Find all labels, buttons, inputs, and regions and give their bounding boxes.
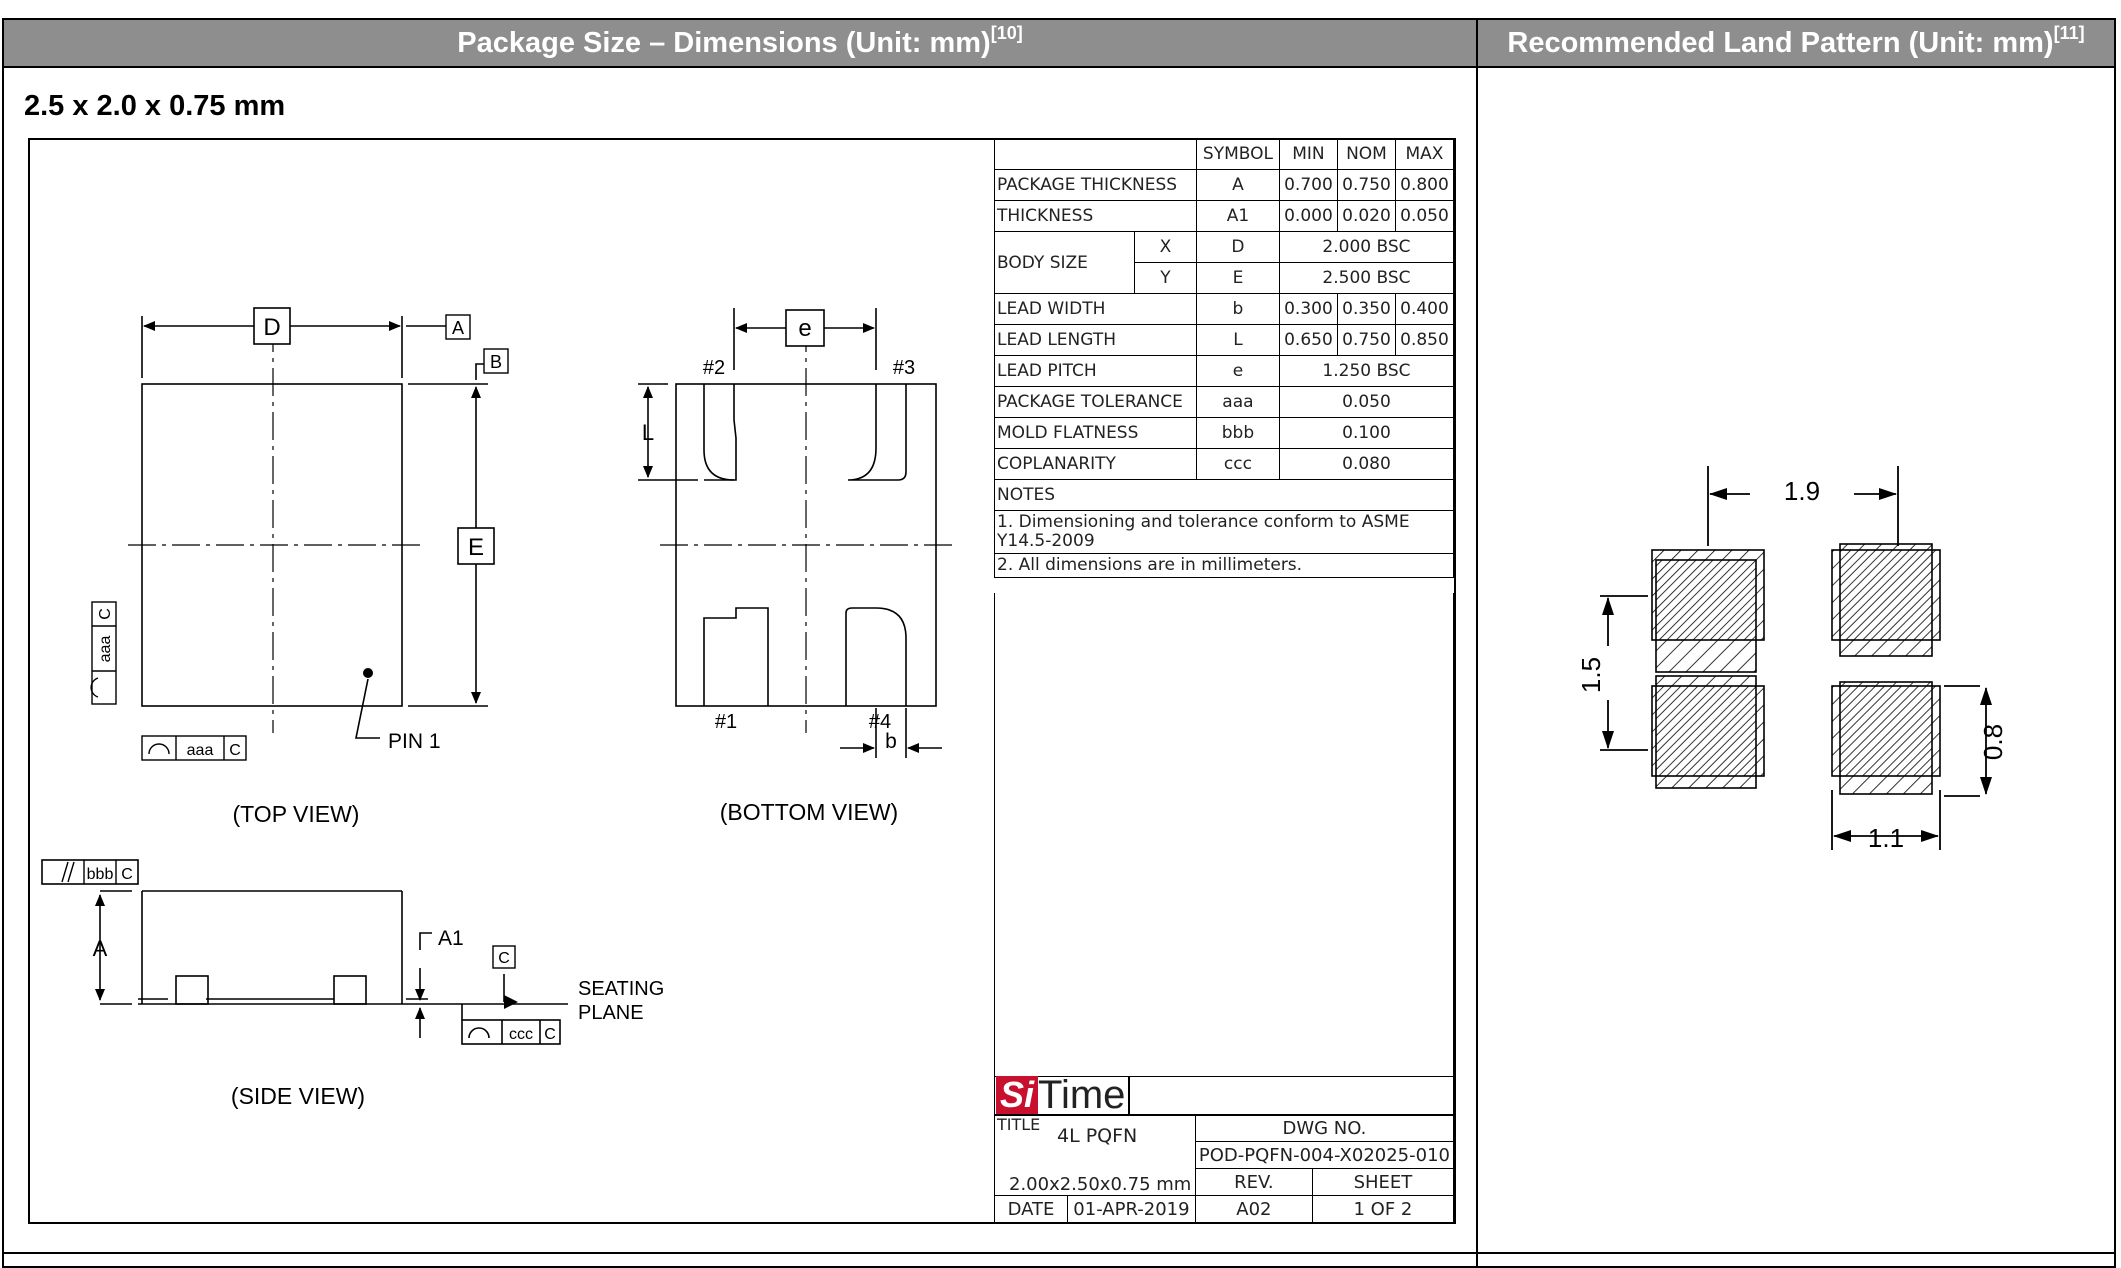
left-header-ref: [10] [990,22,1023,43]
table-row: MOLD FLATNESS bbb 0.100 [994,417,1455,449]
bottom-dim-L: L [642,420,654,445]
rev-value: A02 [1194,1195,1313,1223]
plane-label: PLANE [578,1002,644,1024]
land-pattern-drawing: 1.9 1.5 0.8 1.1 [1576,466,2008,853]
datum-A: A [452,318,464,338]
rev-label: REV. [1194,1168,1313,1196]
header-symbol: SYMBOL [1195,138,1280,170]
side-view [41,859,568,1045]
column-divider [1476,18,1478,1268]
pin1-label: PIN 1 [388,730,441,753]
table-column-extension [994,593,1454,1076]
top-aaa-c-vertical: C [97,608,114,620]
pad-2 [703,384,737,481]
table-row: PACKAGE THICKNESS A 0.700 0.750 0.800 [994,169,1455,201]
pin-number-1: #1 [715,711,737,733]
bottom-dim-e: e [798,315,811,342]
datum-C: C [498,950,510,967]
header-max: MAX [1394,138,1455,170]
left-header-text: Package Size – Dimensions (Unit: mm) [457,26,991,59]
date-value: 01-APR-2019 [1067,1195,1196,1223]
side-view-caption: (SIDE VIEW) [231,1083,365,1109]
right-header-ref: [11] [2053,22,2085,43]
right-header: Recommended Land Pattern (Unit: mm)[11] [1478,20,2114,68]
dwg-label: DWG NO. [1194,1114,1455,1142]
top-aaa-horizontal: aaa [187,742,214,759]
pad-1 [703,607,769,706]
bottom-dim-b: b [885,730,897,753]
left-header: Package Size – Dimensions (Unit: mm)[10] [4,20,1476,68]
side-bbb: bbb [87,866,114,883]
table-row: LEAD PITCH e 1.250 BSC [994,355,1455,387]
package-drawing: D E A B PIN 1 C aaa aaa C (TOP VIEW) [28,138,1456,1224]
land-dim-pad-height: 0.8 [1978,724,2008,760]
side-ccc-c: C [544,1026,556,1043]
bottom-view-caption: (BOTTOM VIEW) [720,799,898,825]
land-dim-pad-width: 1.1 [1868,823,1904,853]
table-row: LEAD LENGTH L 0.650 0.750 0.850 [994,324,1455,356]
top-view [128,316,488,739]
pin-number-3: #3 [893,357,915,379]
pin-number-4: #4 [869,711,891,733]
header-min: MIN [1278,138,1338,170]
top-dim-D: D [263,314,280,341]
size-value: 2.00x2.50x0.75 mm [1009,1174,1192,1195]
table-header-row: SYMBOL MIN NOM MAX [994,138,1455,170]
notes-title-row: NOTES [994,479,1454,511]
pad-4 [845,607,907,706]
side-dim-A: A [93,936,108,961]
top-dim-E: E [468,534,484,561]
note-row: 1. Dimensioning and tolerance conform to… [994,510,1454,554]
table-row: PACKAGE TOLERANCE aaa 0.050 [994,386,1455,418]
land-dim-width: 1.9 [1784,476,1820,506]
date-label: DATE [994,1195,1068,1223]
note-row: 2. All dimensions are in millimeters. [994,553,1454,578]
top-view-caption: (TOP VIEW) [233,801,360,827]
pin-number-2: #2 [703,357,725,379]
drawing-border [28,138,1456,1224]
table-row: LEAD WIDTH b 0.300 0.350 0.400 [994,293,1455,325]
page-frame [2,18,2116,1268]
land-dim-pitch: 1.5 [1576,657,1606,693]
package-size-subtitle: 2.5 x 2.0 x 0.75 mm [24,90,286,122]
side-bbb-c: C [121,866,133,883]
title-label: TITLE [997,1115,1041,1134]
top-aaa-c-horizontal: C [229,742,241,759]
right-header-text: Recommended Land Pattern (Unit: mm) [1507,26,2054,59]
table-row: THICKNESS A1 0.000 0.020 0.050 [994,200,1455,232]
header-nom: NOM [1336,138,1396,170]
table-row: COPLANARITY ccc 0.080 [994,448,1455,480]
sheet-value: 1 OF 2 [1311,1195,1455,1223]
dimension-table: SYMBOL MIN NOM MAX PACKAGE THICKNESS A 0… [994,138,1455,578]
seating-label: SEATING [578,978,664,1000]
side-dim-A1: A1 [438,927,464,950]
top-aaa-vertical: aaa [97,636,114,663]
pad-3 [847,384,907,481]
sheet-label: SHEET [1311,1168,1455,1196]
side-ccc: ccc [509,1026,533,1043]
table-row: BODY SIZE X D 2.000 BSC [994,231,1455,294]
title-value: 4L PQFN [1057,1125,1138,1147]
row-divider [2,1252,2116,1254]
datum-B: B [490,352,502,372]
bottom-view [638,308,953,758]
dwg-value: POD-PQFN-004-X02025-010 [1194,1141,1455,1169]
